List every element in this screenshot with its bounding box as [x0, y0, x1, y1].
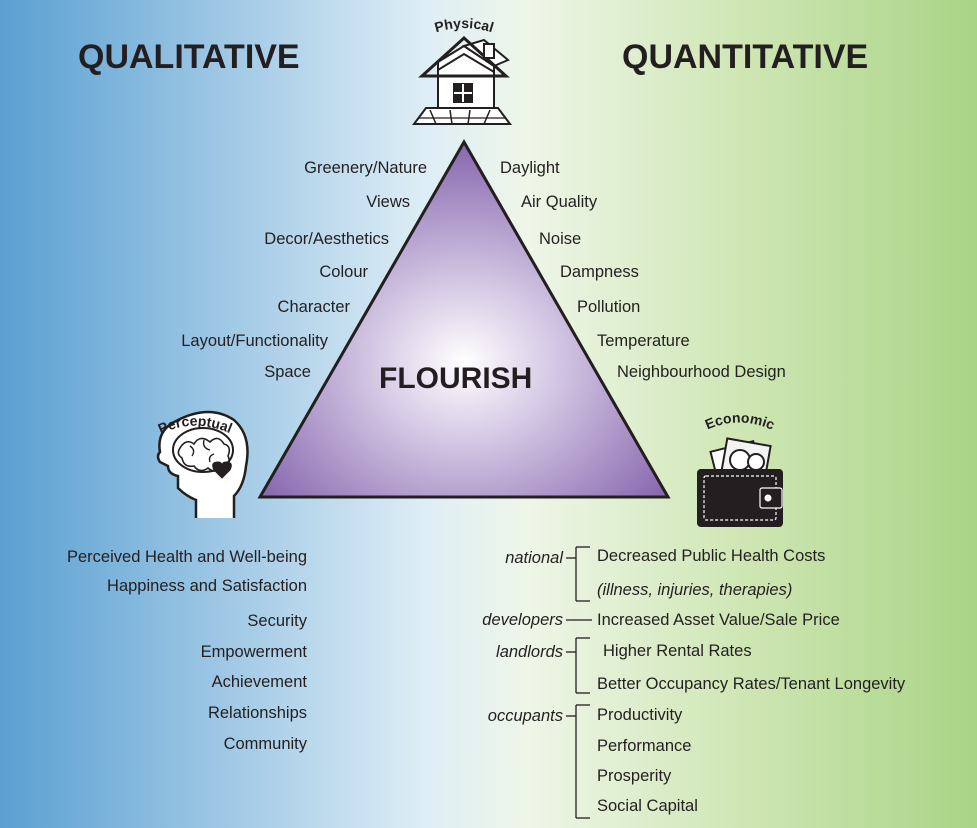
- factor-decor: Decor/Aesthetics: [264, 230, 389, 248]
- stakeholder-developers: developers: [482, 611, 563, 629]
- vertex-label-economic: Economic: [703, 409, 778, 432]
- factor-character: Character: [277, 298, 350, 316]
- outcome-productivity: Productivity: [597, 706, 683, 724]
- outcome-empowerment: Empowerment: [200, 643, 307, 661]
- outcome-relationships: Relationships: [207, 704, 307, 722]
- outcome-occupancy: Better Occupancy Rates/Tenant Longevity: [597, 675, 906, 693]
- factor-daylight: Daylight: [500, 159, 560, 177]
- stakeholder-landlords: landlords: [496, 643, 563, 661]
- outcome-happiness: Happiness and Satisfaction: [107, 577, 307, 595]
- stakeholder-national: national: [505, 549, 563, 567]
- outcome-achievement: Achievement: [211, 673, 307, 691]
- heading-quantitative: QUANTITATIVE: [622, 38, 869, 76]
- wallet-icon: [697, 437, 783, 527]
- factor-space: Space: [264, 363, 311, 381]
- stakeholder-occupants: occupants: [487, 707, 563, 725]
- outcome-perceived-health: Perceived Health and Well-being: [67, 548, 307, 566]
- outcome-illness-note: (illness, injuries, therapies): [597, 581, 793, 599]
- outcome-security: Security: [247, 612, 307, 630]
- factor-colour: Colour: [319, 263, 368, 281]
- brain-head-icon: [156, 410, 249, 518]
- outcome-rental-rates: Higher Rental Rates: [603, 642, 752, 660]
- flourish-label: FLOURISH: [379, 362, 533, 395]
- house-icon: [412, 35, 512, 125]
- factor-layout: Layout/Functionality: [181, 332, 328, 350]
- outcome-social-capital: Social Capital: [597, 797, 698, 815]
- factor-noise: Noise: [539, 230, 582, 248]
- outcome-public-health-costs: Decreased Public Health Costs: [597, 547, 826, 565]
- factor-temperature: Temperature: [597, 332, 690, 350]
- heading-qualitative: QUALITATIVE: [78, 38, 300, 76]
- outcome-asset-value: Increased Asset Value/Sale Price: [597, 611, 840, 629]
- flourish-triangle: [257, 138, 671, 499]
- vertex-label-physical: Physical: [433, 15, 496, 35]
- factor-pollution: Pollution: [577, 298, 641, 316]
- factor-greenery: Greenery/Nature: [304, 159, 427, 177]
- outcome-performance: Performance: [597, 737, 692, 755]
- stakeholder-brackets: [566, 546, 592, 819]
- outcome-prosperity: Prosperity: [597, 767, 672, 785]
- factor-neighbourhood: Neighbourhood Design: [617, 363, 786, 381]
- factor-air-quality: Air Quality: [521, 193, 598, 211]
- factor-dampness: Dampness: [560, 263, 639, 281]
- factor-views: Views: [366, 193, 410, 211]
- outcome-community: Community: [223, 735, 307, 753]
